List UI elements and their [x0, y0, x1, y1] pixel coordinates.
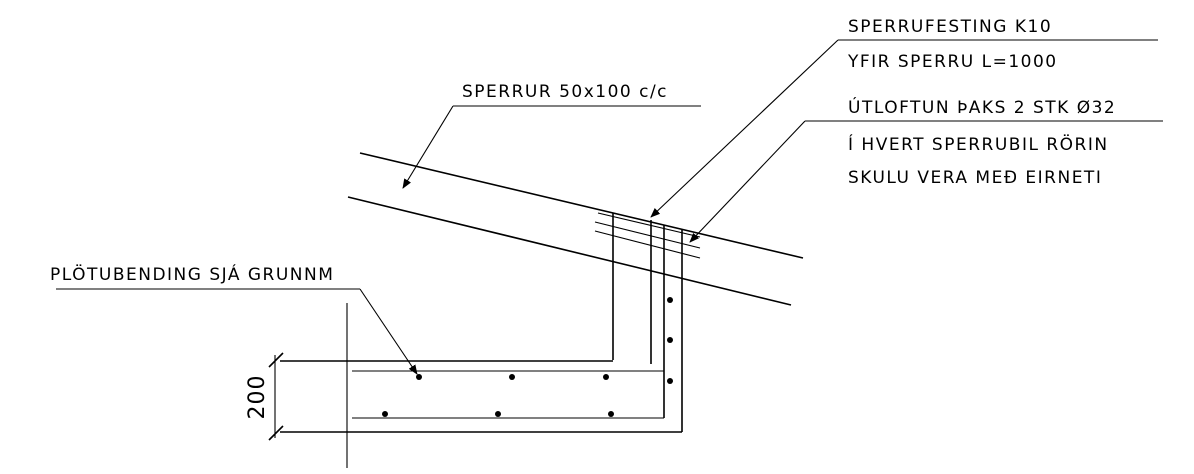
rebar-dot: [608, 411, 614, 417]
rebar-dot: [382, 411, 388, 417]
rebar-dot: [667, 297, 673, 303]
label-plotubending: PLÖTUBENDING SJÁ GRUNNM: [50, 263, 334, 285]
rebar-dot: [667, 378, 673, 384]
rebar-dots: [382, 297, 673, 417]
label-utloftun-3: SKULU VERA MEÐ EIRNETI: [848, 168, 1102, 188]
dimension-text: 200: [245, 375, 270, 420]
rebar-dot: [667, 337, 673, 343]
label-sperrufesting-1: SPERRUFESTING K10: [848, 17, 1052, 37]
rafter-fastener: [594, 212, 701, 259]
slab: [280, 360, 682, 433]
rebar-dot: [603, 374, 609, 380]
leader-sperrufesting: [650, 39, 1158, 218]
label-utloftun-2: Í HVERT SPERRUBIL RÖRIN: [848, 133, 1109, 155]
label-sperrur: SPERRUR 50x100 c/c: [462, 82, 668, 102]
rafter: [347, 152, 804, 306]
dimension-200: 200: [245, 352, 284, 441]
rebar-dot: [416, 374, 422, 380]
leader-sperrur: [402, 105, 701, 189]
rebar-dot: [495, 411, 501, 417]
label-sperrufesting-2: YFIR SPERRU L=1000: [847, 52, 1058, 72]
label-utloftun-1: ÚTLOFTUN ÞAKS 2 STK Ø32: [848, 96, 1116, 118]
leader-plotubending: [56, 288, 418, 375]
rebar-dot: [509, 374, 515, 380]
wall-section: [612, 213, 683, 432]
leader-utloftun: [689, 120, 1163, 243]
